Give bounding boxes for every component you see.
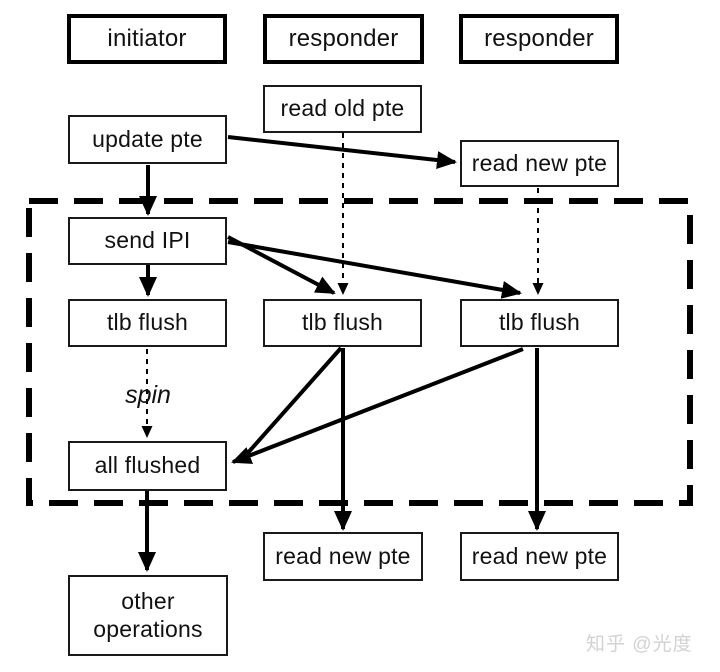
node-all-flushed: all flushed [68, 441, 227, 491]
node-read-new-pte-top: read new pte [460, 140, 619, 187]
edge-update-pte-to-read-new-pte-top [227, 135, 457, 169]
node-tlb-flush-responder-2: tlb flush [460, 299, 619, 347]
spin-label: spin [125, 381, 171, 409]
node-read-new-pte-responder-1: read new pte [263, 532, 423, 581]
header-responder-1: responder [263, 14, 424, 64]
node-tlb-flush-initiator: tlb flush [68, 299, 227, 347]
node-read-old-pte: read old pte [263, 85, 422, 133]
header-responder-2: responder [459, 14, 619, 64]
node-tlb-flush-responder-1: tlb flush [263, 299, 422, 347]
edge-tlb-flush-r2-to-all-flushed [231, 347, 524, 464]
edge-send-ipi-to-tlb-flush-r2 [227, 240, 522, 299]
node-update-pte: update pte [68, 115, 227, 164]
edge-tlb-flush-r1-to-all-flushed [244, 346, 343, 457]
critical-section-dashed-border [26, 198, 693, 506]
header-initiator: initiator [67, 14, 227, 64]
node-other-operations: other operations [68, 575, 228, 656]
watermark: 知乎 @光度 [586, 634, 693, 655]
node-read-new-pte-responder-2: read new pte [460, 532, 619, 581]
node-send-ipi: send IPI [68, 217, 227, 265]
